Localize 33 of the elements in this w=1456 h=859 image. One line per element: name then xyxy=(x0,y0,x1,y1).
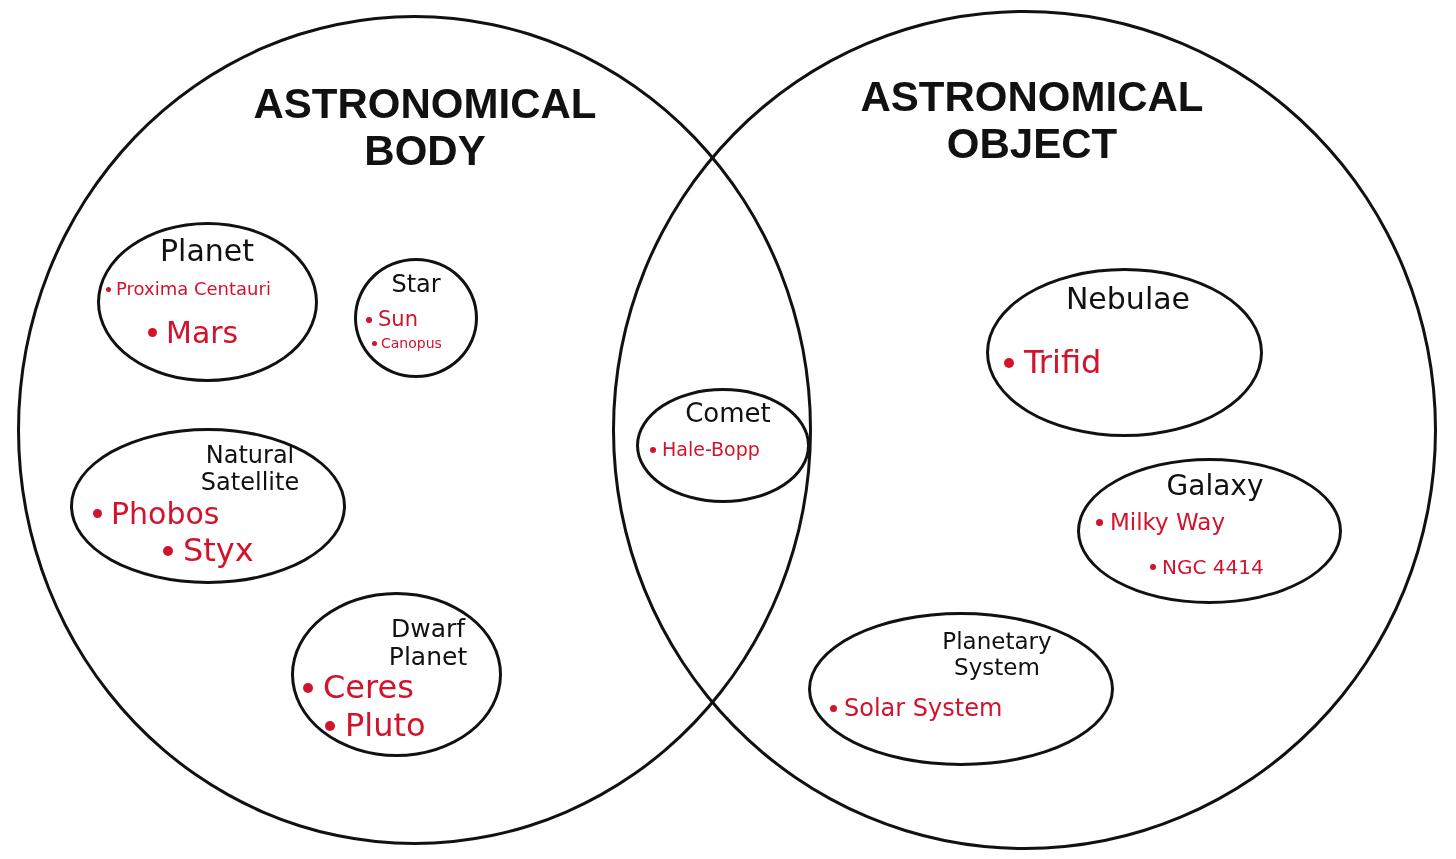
category-ellipse xyxy=(291,592,502,757)
category-heading: Galaxy xyxy=(1166,470,1264,502)
category-heading: Star xyxy=(391,271,441,298)
category-ellipse xyxy=(97,222,318,382)
example-label: Milky Way xyxy=(1110,510,1226,536)
example-label: Styx xyxy=(183,533,254,569)
category-ellipse xyxy=(354,258,478,378)
category-ellipse xyxy=(808,612,1114,766)
circle-title: ASTRONOMICAL OBJECT xyxy=(859,73,1205,168)
example-label: Trifid xyxy=(1024,345,1102,381)
example-label: Pluto xyxy=(345,708,426,744)
category-ellipse xyxy=(1077,458,1342,604)
example-label: Phobos xyxy=(111,497,220,531)
circle-title: ASTRONOMICAL BODY xyxy=(252,80,598,175)
category-heading: Nebulae xyxy=(1065,282,1191,316)
example-label: Canopus xyxy=(381,336,442,352)
category-heading: Comet xyxy=(685,399,771,429)
example-label: Hale-Bopp xyxy=(662,439,760,461)
category-ellipse xyxy=(986,268,1263,437)
example-label: Sun xyxy=(378,308,418,332)
example-label: Mars xyxy=(166,316,239,350)
category-heading: Natural Satellite xyxy=(200,442,300,496)
venn-circle xyxy=(612,10,1437,850)
category-heading: Planet xyxy=(160,234,254,268)
category-heading: Dwarf Planet xyxy=(388,615,468,671)
category-ellipse xyxy=(70,428,346,584)
example-label: Solar System xyxy=(844,695,1003,722)
example-label: Proxima Centauri xyxy=(116,279,271,300)
example-label: Ceres xyxy=(323,670,414,706)
example-label: NGC 4414 xyxy=(1162,556,1264,579)
venn-circle xyxy=(17,15,812,845)
category-heading: Planetary System xyxy=(941,629,1053,681)
category-ellipse xyxy=(636,388,810,503)
